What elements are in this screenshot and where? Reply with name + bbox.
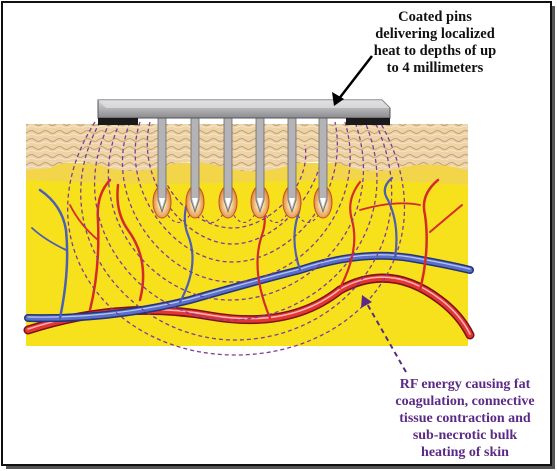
pins-annotation-line: to 4 millimeters bbox=[386, 60, 484, 76]
pin bbox=[318, 117, 328, 214]
dashed-arrow-icon bbox=[361, 295, 407, 373]
rf-annotation-line: sub-necrotic bulk bbox=[412, 428, 518, 443]
rf-annotation: RF energy causing fat coagulation, conne… bbox=[380, 376, 550, 461]
handpiece-bar bbox=[97, 99, 391, 125]
arrow-icon bbox=[332, 55, 373, 106]
electrode-right bbox=[346, 118, 390, 125]
pins-annotation: Coated pins delivering localized heat to… bbox=[340, 9, 530, 77]
coated-pins bbox=[157, 117, 328, 214]
rf-annotation-line: coagulation, connective bbox=[395, 394, 535, 409]
pin bbox=[223, 117, 233, 214]
pin bbox=[157, 117, 167, 214]
pin bbox=[255, 117, 265, 214]
rf-annotation-line: tissue contraction and bbox=[399, 411, 531, 426]
pins-annotation-line: delivering localized bbox=[375, 26, 495, 42]
pins-annotation-line: heat to depths of up bbox=[373, 43, 497, 59]
rf-annotation-line: RF energy causing fat bbox=[399, 377, 531, 392]
rf-annotation-line: heating of skin bbox=[421, 445, 509, 460]
pins-annotation-line: Coated pins bbox=[398, 9, 472, 25]
blood-vessels bbox=[23, 176, 475, 340]
pin bbox=[287, 117, 297, 214]
electrode-left bbox=[98, 118, 138, 125]
pin bbox=[190, 117, 200, 214]
